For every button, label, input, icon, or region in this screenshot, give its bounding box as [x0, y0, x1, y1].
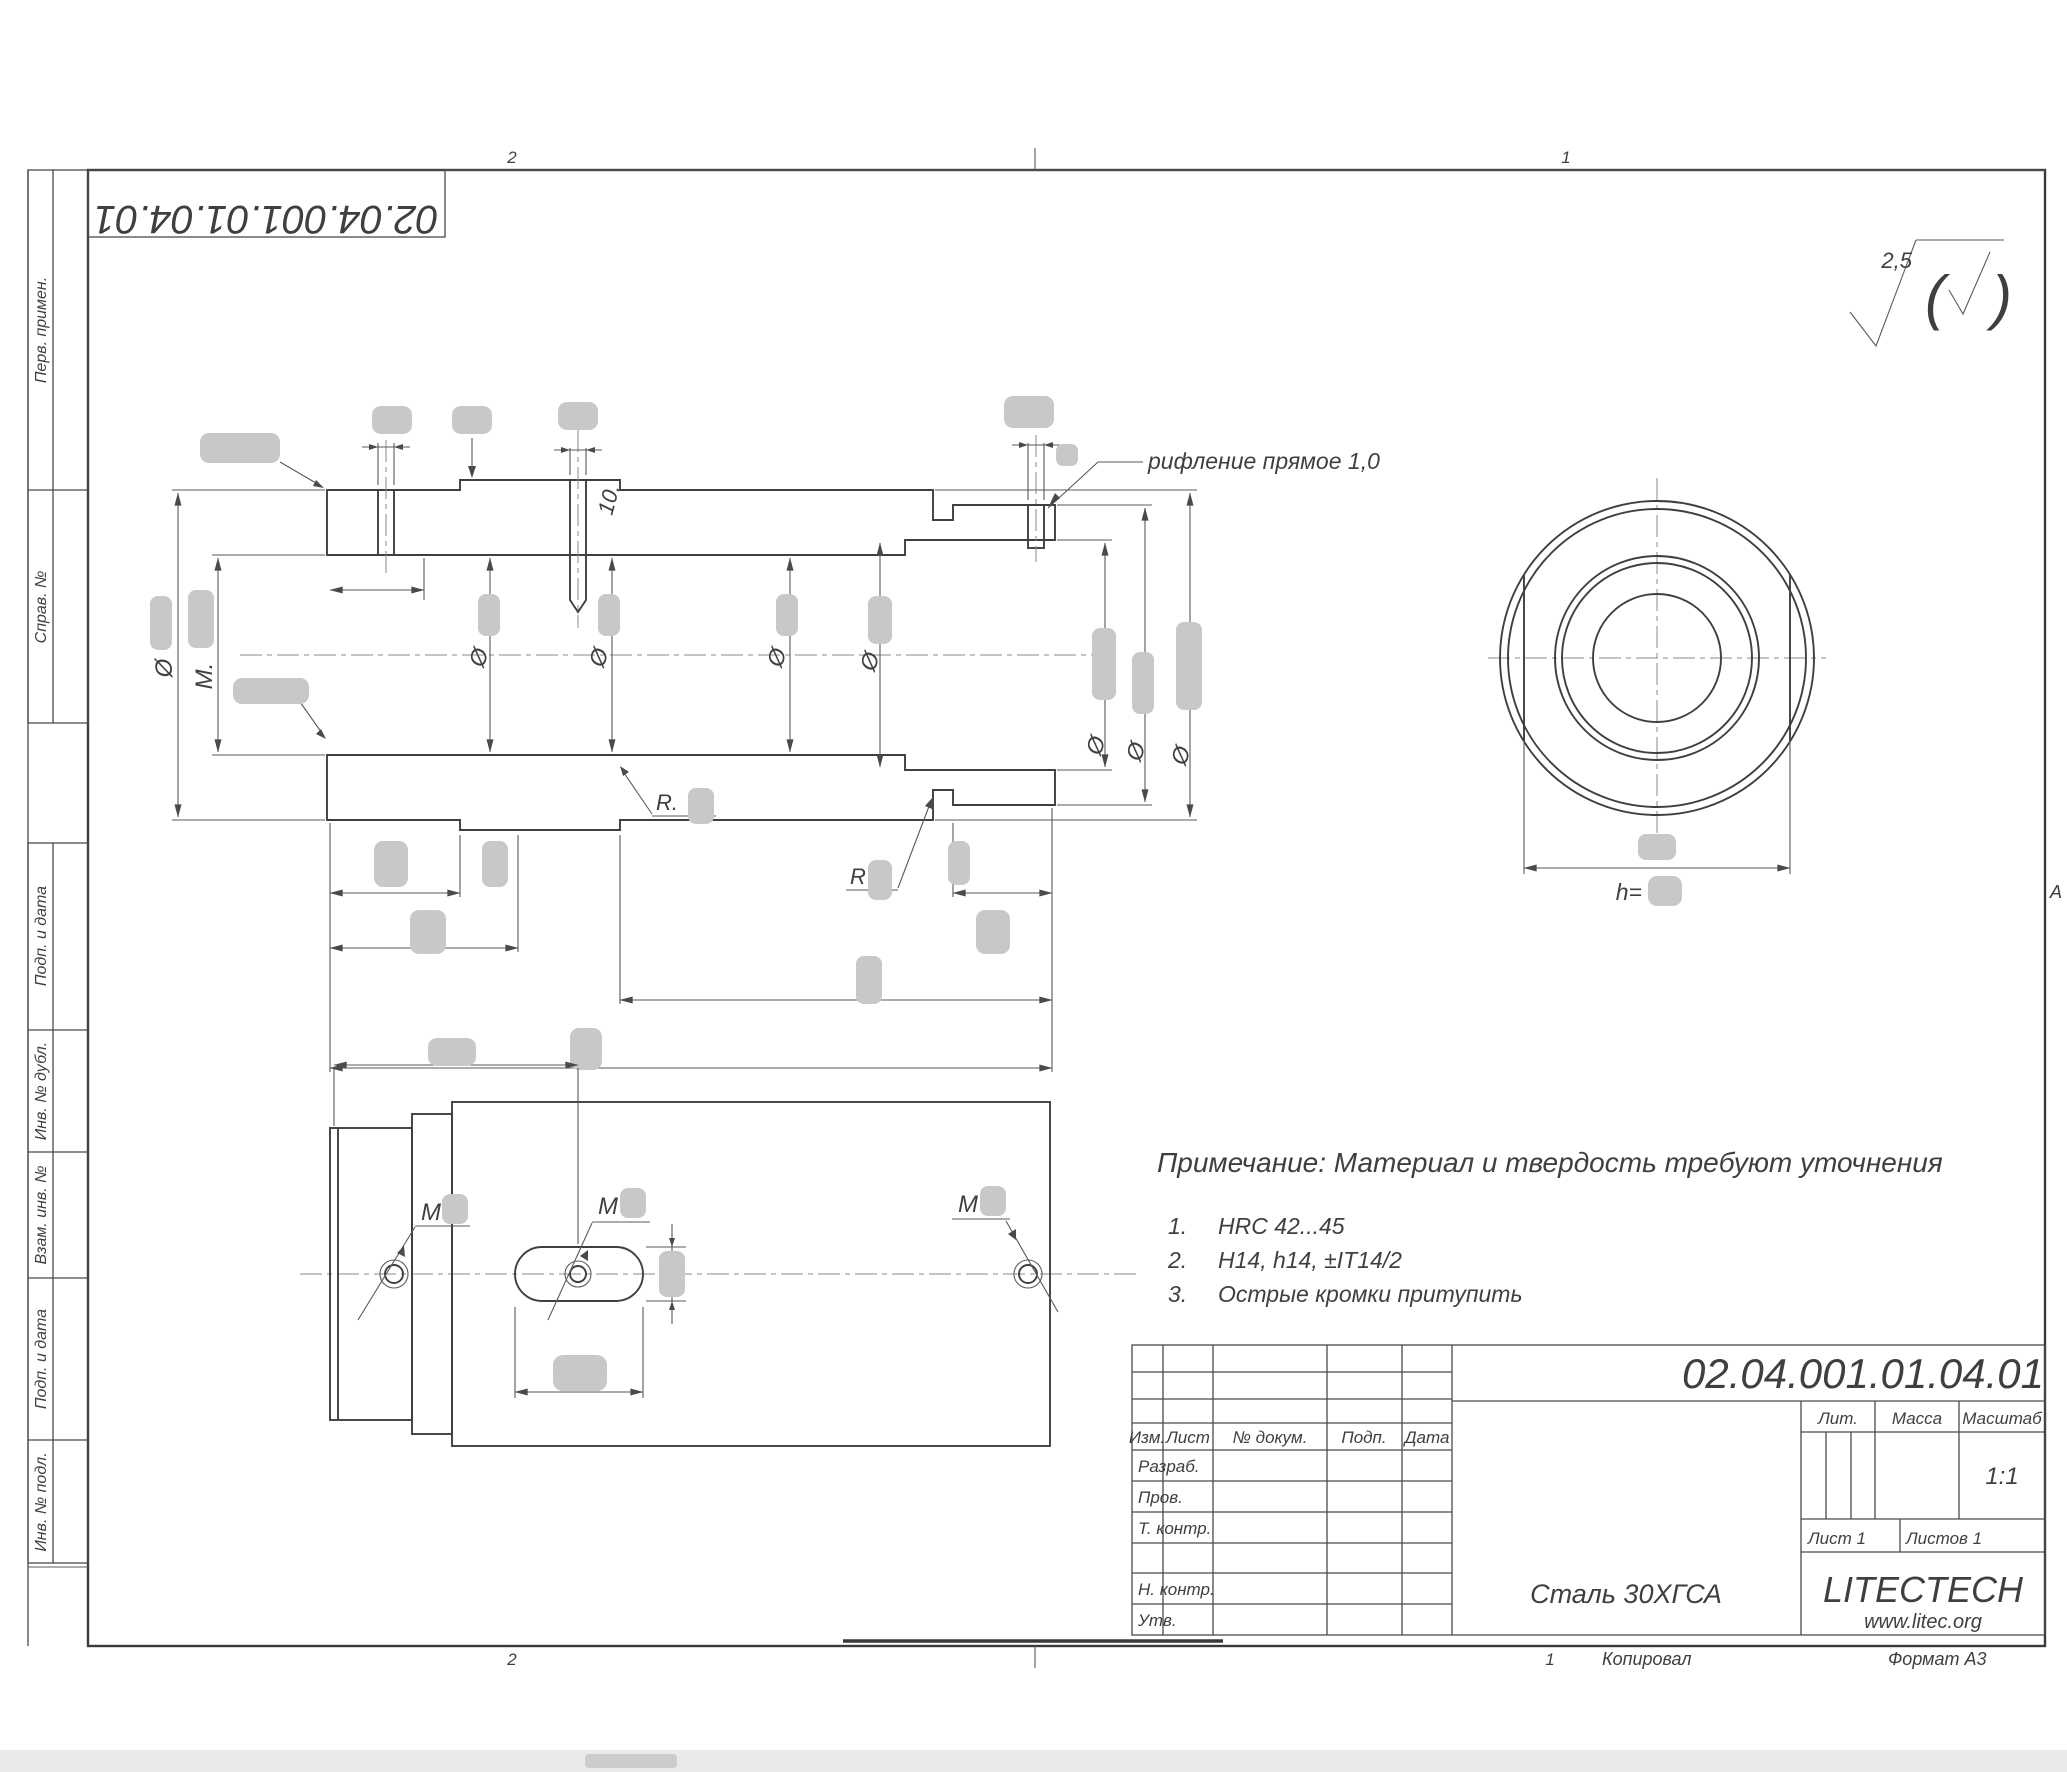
col-izm: Изм. — [1129, 1428, 1165, 1447]
row-utv: Утв. — [1137, 1611, 1177, 1630]
corner-stamp: 02.04.001.01.04.01 — [87, 169, 446, 241]
company-website: www.litec.org — [1864, 1611, 1982, 1633]
knurl-callout: рифление прямое 1,0 — [1047, 448, 1380, 509]
row-prov: Пров. — [1138, 1488, 1183, 1507]
main-section-view: рифление прямое 1,0 R. R Ø M. Ø Ø Ø Ø — [150, 396, 1380, 1072]
bottom-view-dimensions — [333, 1038, 686, 1398]
notes: Примечание: Материал и твердость требуют… — [1157, 1147, 1943, 1307]
col-podp: Подп. — [1341, 1428, 1386, 1447]
sidebar-label: Инв. № подл. — [33, 1452, 50, 1551]
diameter-symbol: Ø — [1080, 731, 1111, 759]
dimension-symbols: Ø M. Ø Ø Ø Ø Ø Ø Ø 10. — [151, 481, 1196, 769]
redacted-dimensions — [150, 396, 1202, 1070]
thread-callouts: M M M — [357, 1186, 1059, 1321]
note-number: 1. — [1168, 1213, 1187, 1239]
bottom-view: M M M — [300, 1038, 1140, 1447]
material: Сталь 30ХГСА — [1530, 1579, 1722, 1609]
leader-callouts: R. R — [279, 461, 932, 891]
thread-symbol: M — [598, 1193, 618, 1220]
zone-label: 2 — [506, 1650, 517, 1669]
height-label: h= — [1616, 879, 1642, 905]
company-name: LITECTECH — [1823, 1569, 2024, 1610]
radius-label: R — [850, 864, 866, 889]
redacted-dimension — [1638, 834, 1676, 860]
corner-part-number: 02.04.001.01.04.01 — [94, 197, 439, 241]
massa-label: Масса — [1892, 1409, 1942, 1428]
diameter-symbol: Ø — [1120, 737, 1151, 765]
sidebar-label: Подп. и дата — [33, 886, 50, 986]
note-number: 2. — [1167, 1247, 1187, 1273]
copied-label: Копировал — [1602, 1649, 1692, 1669]
scale-label: Масштаб — [1962, 1409, 2043, 1428]
row-nkontr: Н. контр. — [1138, 1580, 1215, 1599]
notes-title: Примечание: Материал и твердость требуют… — [1157, 1147, 1943, 1178]
diameter-symbol: Ø — [761, 643, 792, 671]
radius-label: R. — [656, 790, 678, 815]
diameter-symbol: Ø — [463, 643, 494, 671]
end-view: h= — [1488, 478, 1826, 906]
horizontal-scrollbar — [0, 1750, 2067, 1772]
dimension-lines — [172, 438, 1197, 1072]
sheet-label: Лист 1 — [1807, 1529, 1866, 1548]
note-text: H14, h14, ±IT14/2 — [1218, 1247, 1402, 1273]
scrollbar-thumb[interactable] — [585, 1754, 677, 1768]
scale-value: 1:1 — [1985, 1463, 2018, 1490]
sidebar-label: Подп. и дата — [33, 1309, 50, 1409]
diameter-symbol: Ø — [151, 657, 178, 678]
sidebar-label: Взам. инв. № — [33, 1166, 50, 1265]
diameter-symbol: Ø — [1165, 741, 1196, 769]
surface-finish-mark: 2,5 ( ) — [1849, 239, 2012, 348]
paren-close: ) — [1986, 264, 2012, 331]
sidebar-label: Перв. примен. — [33, 277, 50, 383]
thread-symbol: M. — [191, 663, 218, 690]
knurl-note: рифление прямое 1,0 — [1147, 448, 1380, 474]
row-tkontr: Т. контр. — [1138, 1519, 1211, 1538]
lit-label: Лит. — [1817, 1409, 1858, 1428]
zone-label: 1 — [1545, 1650, 1554, 1669]
zone-label: 1 — [1561, 148, 1570, 167]
hole-depth-label: 10. — [593, 481, 625, 517]
note-number: 3. — [1168, 1281, 1187, 1307]
zone-label-right: А — [2049, 882, 2062, 902]
sheet-frame: 2 1 2 1 А Копировал Формат А3 — [27, 148, 2062, 1669]
sidebar: Перв. примен. Справ. № Подп. и дата Инв.… — [27, 169, 89, 1568]
zone-label: 2 — [506, 148, 517, 167]
paren-open: ( — [1925, 264, 1951, 331]
title-block: Изм. Лист № докум. Подп. Дата Разраб. Пр… — [1129, 1344, 2046, 1636]
sidebar-label: Инв. № дубл. — [33, 1042, 50, 1140]
diameter-symbol: Ø — [583, 643, 614, 671]
title-part-number: 02.04.001.01.04.01 — [1682, 1350, 2044, 1397]
sidebar-label: Справ. № — [33, 571, 50, 644]
col-list: Лист — [1165, 1428, 1210, 1447]
row-razrab: Разраб. — [1138, 1457, 1200, 1476]
col-doc: № докум. — [1233, 1428, 1308, 1447]
note-text: HRC 42...45 — [1218, 1213, 1345, 1239]
sheets-label: Листов 1 — [1905, 1529, 1982, 1548]
thread-symbol: M — [958, 1191, 978, 1218]
surface-finish-value: 2,5 — [1880, 248, 1912, 273]
thread-symbol: M — [421, 1199, 441, 1226]
redacted-dimension — [1648, 876, 1682, 906]
note-text: Острые кромки притупить — [1218, 1281, 1523, 1307]
col-data: Дата — [1403, 1428, 1450, 1447]
format-label: Формат А3 — [1888, 1649, 1987, 1669]
